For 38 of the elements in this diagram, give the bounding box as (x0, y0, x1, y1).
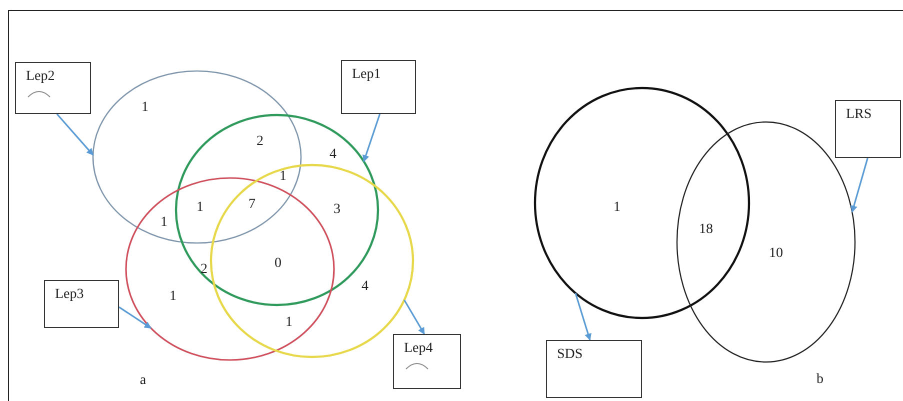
set-name: Lep3 (55, 287, 84, 303)
set-name: SDS (557, 347, 583, 363)
set-ellipse (674, 119, 858, 365)
label-box (44, 280, 119, 328)
count-label: 1 (170, 290, 176, 304)
arrow (56, 113, 94, 156)
count-label: 1 (280, 170, 286, 184)
set-name: LRS (846, 107, 872, 123)
count-label: 10 (769, 247, 783, 261)
count-label: 1 (196, 201, 204, 215)
panel-letter: a (140, 374, 146, 388)
count-label: 0 (274, 257, 282, 271)
count-label: 18 (699, 223, 713, 237)
arrow (574, 292, 592, 341)
count-label: 4 (362, 280, 368, 294)
label-box (546, 340, 642, 398)
panel-letter: b (816, 373, 824, 387)
count-label: 1 (286, 316, 292, 330)
set-name: Lep4 (404, 341, 433, 357)
count-label: 2 (256, 135, 264, 149)
label-box (835, 100, 901, 158)
set-ellipse (90, 68, 304, 246)
label-box (15, 62, 91, 114)
count-label: 1 (160, 216, 168, 230)
arrow (362, 114, 381, 162)
set-name: Lep1 (352, 67, 381, 83)
count-label: 4 (330, 148, 336, 162)
count-label: 7 (248, 198, 256, 212)
set-ellipse (532, 85, 752, 321)
arrow (850, 158, 868, 213)
count-label: 1 (142, 101, 148, 115)
label-box (341, 60, 416, 114)
count-label: 2 (200, 263, 208, 277)
count-label: 1 (614, 201, 620, 215)
arrow (404, 300, 425, 335)
count-label: 3 (334, 203, 340, 217)
set-name: Lep2 (26, 69, 55, 85)
label-box (393, 334, 461, 389)
